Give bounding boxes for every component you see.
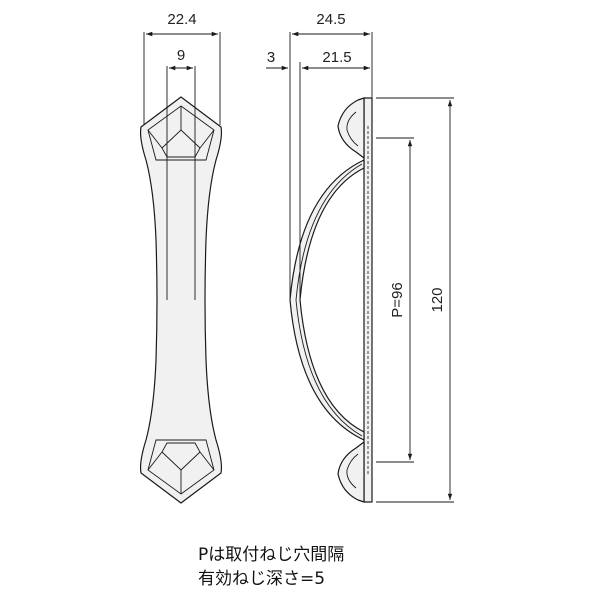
side-bottom-boss: [337, 441, 365, 503]
side-grip-arc-center: [295, 163, 363, 437]
dim-label-front-width: 22.4: [167, 11, 196, 28]
front-view: 22.4 9: [139, 11, 223, 504]
front-top-facet-inner: [161, 129, 201, 158]
dim-label-side-depth: 24.5: [316, 11, 345, 28]
dim-label-front-inner: 9: [177, 47, 185, 64]
dim-label-side-thickness: 3: [267, 49, 275, 66]
dim-label-pitch: P=96: [389, 282, 406, 317]
side-bottom-boss-detail: [346, 453, 359, 489]
side-top-boss-detail: [346, 111, 359, 147]
dim-label-length: 120: [429, 287, 446, 312]
front-bottom-facet-lines: [147, 451, 215, 494]
note-pitch-definition: Pは取付ねじ穴間隔: [198, 545, 345, 565]
front-top-facet-lines: [147, 106, 215, 149]
side-grip-arc: [289, 159, 365, 441]
front-handle-outline: [139, 96, 223, 504]
side-top-boss: [337, 97, 365, 159]
note-thread-depth: 有効ねじ深さ=5: [198, 569, 326, 589]
side-back-flange: [363, 97, 373, 503]
front-bottom-facet-inner: [161, 442, 201, 471]
front-bottom-facet-outer: [147, 439, 215, 495]
dim-label-side-inner: 21.5: [322, 49, 351, 66]
front-top-facet-outer: [147, 105, 215, 161]
side-view: 24.5 3 21.5 P=96 120: [266, 11, 454, 503]
